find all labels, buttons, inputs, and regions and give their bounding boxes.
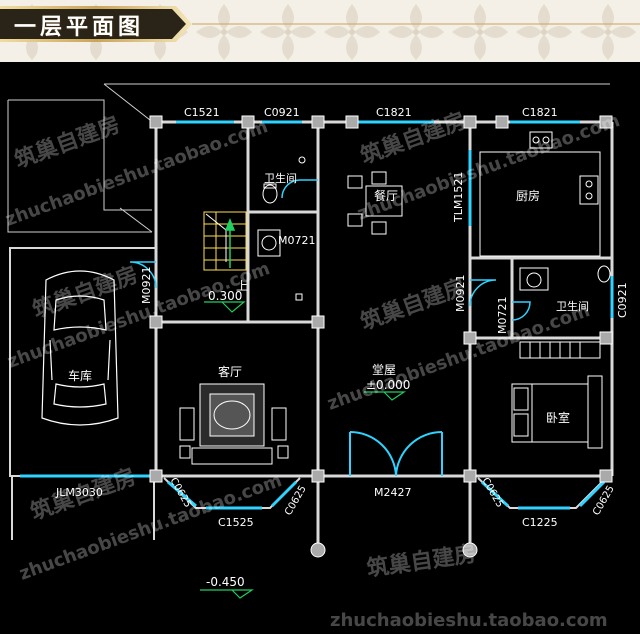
staircase <box>203 211 247 271</box>
bathroom-fixtures <box>257 156 611 291</box>
level-markers <box>200 301 406 599</box>
opening-c1821-a: C1821 <box>376 106 412 119</box>
opening-c1525: C1525 <box>218 516 254 529</box>
opening-jlm3030: JLM3030 <box>55 486 103 499</box>
opening-m0721-a: M0721 <box>278 234 316 247</box>
opening-c0921: C0921 <box>264 106 300 119</box>
watermark-brand-1: 筑巢自建房 <box>11 112 123 174</box>
level-hall: ±0.000 <box>366 378 410 392</box>
opening-m0721-b: M0721 <box>496 297 509 335</box>
opening-c1521: C1521 <box>184 106 220 119</box>
opening-m0921-a: M0921 <box>140 267 153 305</box>
opening-tlm1521: TLM1521 <box>452 172 465 223</box>
car <box>41 270 119 426</box>
room-label-dining: 餐厅 <box>374 188 398 203</box>
level-stair: 0.300 <box>208 289 242 303</box>
opening-c0921-right: C0921 <box>616 282 629 318</box>
bedroom-furniture <box>511 341 603 449</box>
main-entry-door <box>349 430 443 477</box>
opening-c1821-b: C1821 <box>522 106 558 119</box>
door-swings <box>129 179 531 321</box>
opening-c1225: C1225 <box>522 516 558 529</box>
room-label-hall: 堂屋 <box>372 363 396 377</box>
room-label-bath-left: 卫生间 <box>264 171 297 185</box>
floor-drain <box>295 293 303 301</box>
room-label-bedroom: 卧室 <box>546 410 570 425</box>
room-label-living: 客厅 <box>218 364 242 379</box>
sofa-set <box>179 383 289 465</box>
stair-up-label: 上 <box>236 279 248 293</box>
watermark-brand-2: 筑巢自建房 <box>357 108 469 170</box>
room-label-kitchen: 厨房 <box>516 188 540 203</box>
roof-outline <box>7 83 610 233</box>
floor-plan: 车库 客厅 堂屋 餐厅 厨房 卫生间 卫生间 卧室 上 0.300 ±0.000… <box>3 83 629 631</box>
stair-up-arrow <box>224 217 236 268</box>
level-outdoor: -0.450 <box>206 575 245 589</box>
opening-c0625-c: C0625 <box>479 476 505 510</box>
page-title: 一层平面图 <box>14 15 145 40</box>
watermark-url-6: zhuchaobieshu.taobao.com <box>330 610 608 631</box>
kitchen-fixtures <box>479 131 601 257</box>
floor-plan-background <box>0 62 640 634</box>
watermark-brand-5: 筑巢自建房 <box>27 464 139 526</box>
watermark-url-2: zhuchaobieshu.taobao.com <box>355 110 623 225</box>
opening-m2427: M2427 <box>374 486 412 499</box>
watermark-brand-6: 筑巢自建房 <box>365 541 478 582</box>
opening-m0921-b: M0921 <box>454 275 467 313</box>
columns <box>149 115 613 558</box>
title-banner <box>0 6 640 42</box>
watermark-brand-4: 筑巢自建房 <box>357 274 469 336</box>
room-label-garage: 车库 <box>68 368 92 383</box>
window-glazing <box>20 120 614 510</box>
watermark-url-1: zhuchaobieshu.taobao.com <box>3 116 271 231</box>
room-label-bath-right: 卫生间 <box>556 299 589 313</box>
dining-set <box>347 171 403 235</box>
